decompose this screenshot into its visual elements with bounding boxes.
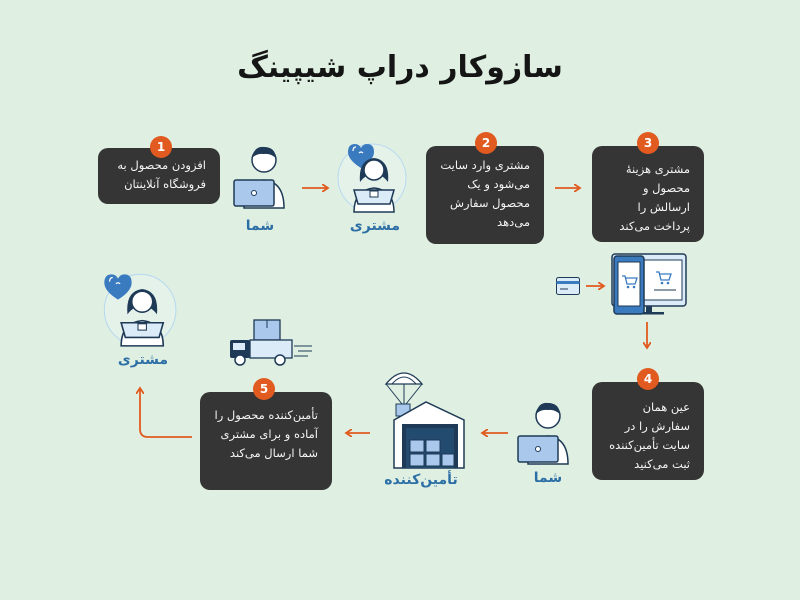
step-3-box: مشتری هزینهٔ محصول و ارسالش را پرداخت می… — [592, 146, 704, 242]
person-laptop-icon — [233, 146, 285, 209]
delivery-truck-icon — [230, 319, 312, 366]
step-2-text: مشتری وارد سایت می‌شود و یک محصول سفارش … — [440, 158, 530, 229]
online-shop-icon — [611, 253, 687, 315]
label-you-top: شما — [245, 218, 275, 234]
credit-card-icon — [556, 277, 580, 295]
label-supplier: تأمین‌کننده — [384, 472, 458, 488]
step-4-text: عین همان سفارش را در سایت تأمین‌کننده ثب… — [609, 400, 690, 471]
step-5-box: تأمین‌کننده محصول را آماده و برای مشتری … — [200, 392, 332, 490]
page-title: سازوکار دراپ شیپینگ — [237, 50, 563, 85]
warehouse-icon — [384, 372, 465, 469]
step-3-text: مشتری هزینهٔ محصول و ارسالش را پرداخت می… — [619, 162, 690, 233]
step-5-badge: 5 — [253, 378, 275, 400]
step-3-badge: 3 — [637, 132, 659, 154]
customer-heart-icon — [337, 143, 407, 213]
step-5-text: تأمین‌کننده محصول را آماده و برای مشتری … — [214, 408, 318, 460]
customer-heart-icon — [103, 273, 177, 347]
step-1-text: افزودن محصول به فروشگاه آنلاینتان — [117, 158, 206, 191]
step-2-box: مشتری وارد سایت می‌شود و یک محصول سفارش … — [426, 146, 544, 244]
step-2-badge: 2 — [475, 132, 497, 154]
step-4-box: عین همان سفارش را در سایت تأمین‌کننده ثب… — [592, 382, 704, 480]
label-customer-left: مشتری — [117, 352, 169, 368]
step-4-badge: 4 — [637, 368, 659, 390]
label-you-bottom: شما — [533, 470, 563, 486]
arrow-step5-to-customer — [140, 388, 192, 438]
label-customer-top: مشتری — [349, 218, 401, 234]
person-laptop-icon — [517, 402, 569, 465]
step-1-badge: 1 — [150, 136, 172, 158]
